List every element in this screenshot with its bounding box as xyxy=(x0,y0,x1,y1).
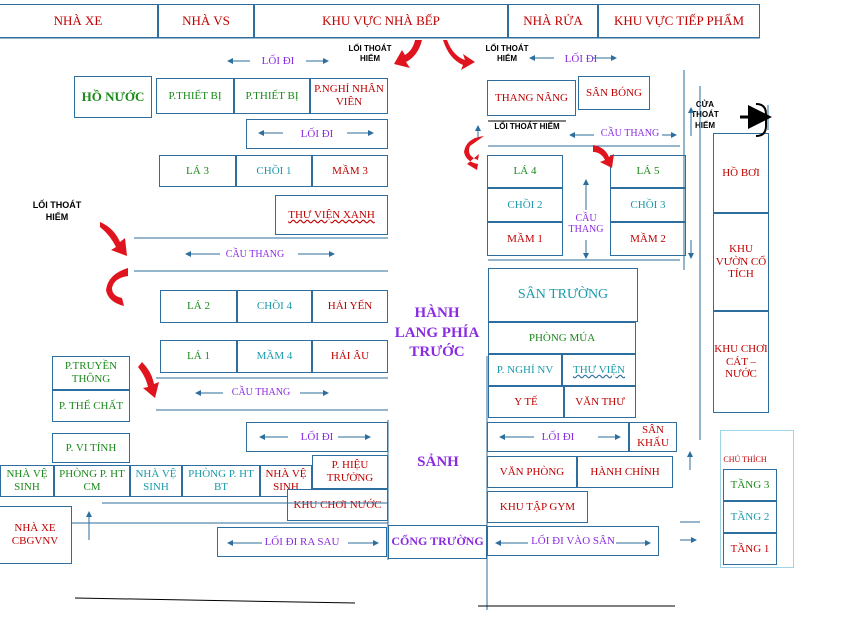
cau-thang-left: CẦU THANG xyxy=(231,387,291,398)
nha-vs-top: NHÀ VS xyxy=(158,4,254,38)
loi-di-lower-left: LỐI ĐI xyxy=(246,422,388,452)
la-2: LÁ 2 xyxy=(160,290,237,323)
mam-3: MẦM 3 xyxy=(312,155,388,187)
legend xyxy=(720,430,794,568)
p-vi-tinh: P. VI TÍNH xyxy=(52,433,130,463)
choi-1: CHỒI 1 xyxy=(236,155,312,187)
p-nghi-nhan-vien: P.NGHỈ NHÂN VIÊN xyxy=(310,78,388,114)
khu-choi-nuoc: KHU CHƠI NƯỚC xyxy=(287,489,388,521)
la-3: LÁ 3 xyxy=(159,155,236,187)
nha-xe-top: NHÀ XE xyxy=(0,4,158,38)
choi-2: CHỒI 2 xyxy=(487,188,563,222)
p-thiet-bi-1: P.THIẾT BỊ xyxy=(156,78,234,114)
loi-di-top-right-label: LỐI ĐI xyxy=(564,52,598,65)
loi-di-top-left: LỐI ĐI xyxy=(216,46,340,76)
khu-choi-cat-nuoc: KHU CHƠI CÁT – NƯỚC xyxy=(713,311,769,413)
loi-di-ra-sau: LỐI ĐI RA SAU xyxy=(217,527,387,557)
p-the-chat: P. THỂ CHẤT xyxy=(52,390,130,422)
thu-vien-label: THƯ VIỆN xyxy=(572,363,626,376)
loi-di-mid: LỐI ĐI xyxy=(246,119,388,149)
ho-boi: HỒ BƠI xyxy=(713,133,769,213)
san-khau: SÂN KHẤU xyxy=(629,422,677,452)
la-5: LÁ 5 xyxy=(610,155,686,188)
exit-mid-right: LỐI THOÁT HIỂM xyxy=(488,122,566,133)
khu-tap-gym: KHU TẬP GYM xyxy=(487,491,588,523)
san-bong: SÂN BÓNG xyxy=(578,76,650,110)
phong-ht-bt: PHÒNG P. HT BT xyxy=(182,465,260,497)
sanh: SẢNH xyxy=(417,454,459,470)
ho-nuoc: HỒ NƯỚC xyxy=(74,76,152,118)
nha-ve-sinh-1: NHÀ VỆ SINH xyxy=(0,465,54,497)
exit-top-left: LỐI THOÁT HIỂM xyxy=(338,44,402,65)
choi-4: CHỒI 4 xyxy=(237,290,312,323)
p-nghi-nv-right: P. NGHỈ NV xyxy=(488,354,562,386)
phong-ht-cm: PHÒNG P. HT CM xyxy=(54,465,130,497)
san-truong: SÂN TRƯỜNG xyxy=(488,268,638,322)
cau-thang-vertical: CẦU THANG xyxy=(568,213,604,235)
khu-vuon-co-tich: KHU VƯỜN CỔ TÍCH xyxy=(713,213,769,311)
cong-truong: CỔNG TRƯỜNG xyxy=(388,525,487,559)
loi-di-lower-right: LỐI ĐI xyxy=(487,422,629,452)
p-hieu-truong: P. HIỆU TRƯỞNG xyxy=(312,455,388,489)
hai-yen: HẢI YẾN xyxy=(312,290,388,323)
loi-di-mid-label: LỐI ĐI xyxy=(300,127,334,140)
loi-di-top-right: LỐI ĐI xyxy=(540,44,622,74)
thu-vien-xanh: THƯ VIỆN XANH xyxy=(275,195,388,235)
hai-au: HẢI ÂU xyxy=(312,340,388,373)
cua-thoat-hiem: CỬA THOÁT HIỂM xyxy=(691,100,719,130)
p-thiet-bi-2: P.THIẾT BỊ xyxy=(234,78,310,114)
cau-thang-mid: CẦU THANG xyxy=(225,249,285,260)
legend-tang-2: TẦNG 2 xyxy=(723,501,777,533)
y-te: Y TẾ xyxy=(488,386,564,418)
thu-vien: THƯ VIỆN xyxy=(562,354,636,386)
nha-ve-sinh-3: NHÀ VỆ SINH xyxy=(260,465,312,497)
legend-tang-3: TẦNG 3 xyxy=(723,469,777,501)
loi-di-ra-sau-label: LỐI ĐI RA SAU xyxy=(264,535,340,548)
mam-4: MẦM 4 xyxy=(237,340,312,373)
nha-xe-cbgvnv: NHÀ XE CBGVNV xyxy=(0,506,72,564)
khu-vuc-nha-bep: KHU VỰC NHÀ BẾP xyxy=(254,4,508,38)
van-thu: VĂN THƯ xyxy=(564,386,636,418)
phong-mua: PHÒNG MÚA xyxy=(488,322,636,354)
p-truyen-thong: P.TRUYỀN THÔNG xyxy=(52,356,130,390)
nha-rua: NHÀ RỬA xyxy=(508,4,598,38)
legend-tang-1: TẦNG 1 xyxy=(723,533,777,565)
legend-title: CHÚ THÍCH xyxy=(723,455,767,464)
exit-left: LỐI THOÁT HIỂM xyxy=(22,200,92,224)
exit-top-right: LỐI THOÁT HIỂM xyxy=(476,44,538,65)
thang-nang: THANG NÂNG xyxy=(487,80,576,116)
khu-vuc-tiep-pham: KHU VỰC TIẾP PHẨM xyxy=(598,4,760,38)
la-1: LÁ 1 xyxy=(160,340,237,373)
loi-di-lower-right-label: LỐI ĐI xyxy=(541,430,575,443)
mam-2: MẦM 2 xyxy=(610,222,686,256)
van-phong: VĂN PHÒNG xyxy=(487,456,577,488)
thu-vien-xanh-label: THƯ VIỆN XANH xyxy=(288,208,375,221)
loi-di-lower-left-label: LỐI ĐI xyxy=(300,430,334,443)
mam-1: MẦM 1 xyxy=(487,222,563,256)
nha-ve-sinh-2: NHÀ VỆ SINH xyxy=(130,465,182,497)
hanh-chinh: HÀNH CHÍNH xyxy=(577,456,673,488)
loi-di-vao-san: LỐI ĐI VÀO SÂN xyxy=(487,526,659,556)
hanh-lang-phia-truoc: HÀNH LANG PHÍA TRƯỚC xyxy=(394,305,480,360)
la-4: LÁ 4 xyxy=(487,155,563,188)
choi-3: CHỒI 3 xyxy=(610,188,686,222)
loi-di-vao-san-label: LỐI ĐI VÀO SÂN xyxy=(531,534,615,547)
loi-di-top-left-label: LỐI ĐI xyxy=(261,54,295,67)
cau-thang-right-top: CẦU THANG xyxy=(600,128,660,139)
